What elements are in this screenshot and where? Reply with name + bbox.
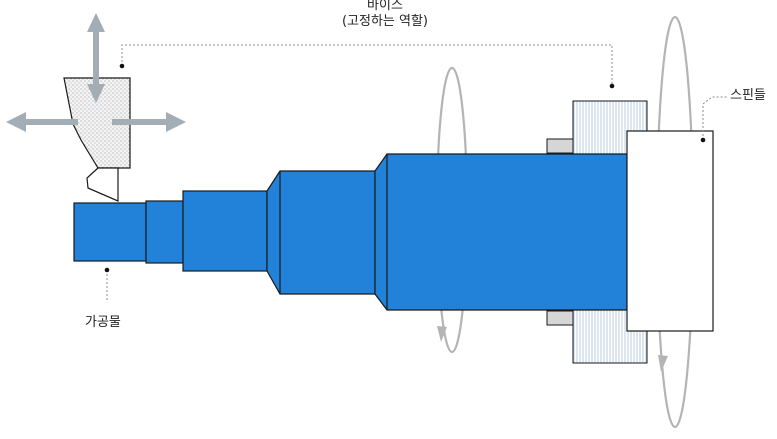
vise-leader <box>121 44 613 86</box>
workpiece-segment-2 <box>145 200 184 264</box>
spindle-label: 스핀들 <box>730 88 766 103</box>
tool-motion-arrows <box>6 13 186 132</box>
arrow-right-icon <box>166 112 186 132</box>
vise-subtitle: (고정하는 역할) <box>341 14 429 29</box>
arrow-up-icon <box>87 13 105 32</box>
cutting-tool <box>63 77 131 202</box>
workpiece-segment-5 <box>374 153 628 311</box>
leader-dots <box>104 63 706 273</box>
spindle <box>626 130 714 332</box>
vise-spacer-top <box>546 138 574 154</box>
workpiece-segment-4 <box>266 170 376 295</box>
arrow-left-icon <box>6 112 26 132</box>
vise-label: 바이스 (고정하는 역할) <box>320 0 450 30</box>
workpiece-label: 가공물 <box>85 315 121 330</box>
vise-title: 바이스 <box>367 0 403 13</box>
spindle-leader <box>702 96 727 140</box>
workpiece-segment-3 <box>182 190 268 272</box>
vise-spacer-bottom <box>546 310 574 326</box>
leader-lines <box>106 44 727 300</box>
workpiece-segment-1 <box>73 202 147 262</box>
workpiece <box>73 153 628 311</box>
arrow-down-icon <box>87 84 105 103</box>
